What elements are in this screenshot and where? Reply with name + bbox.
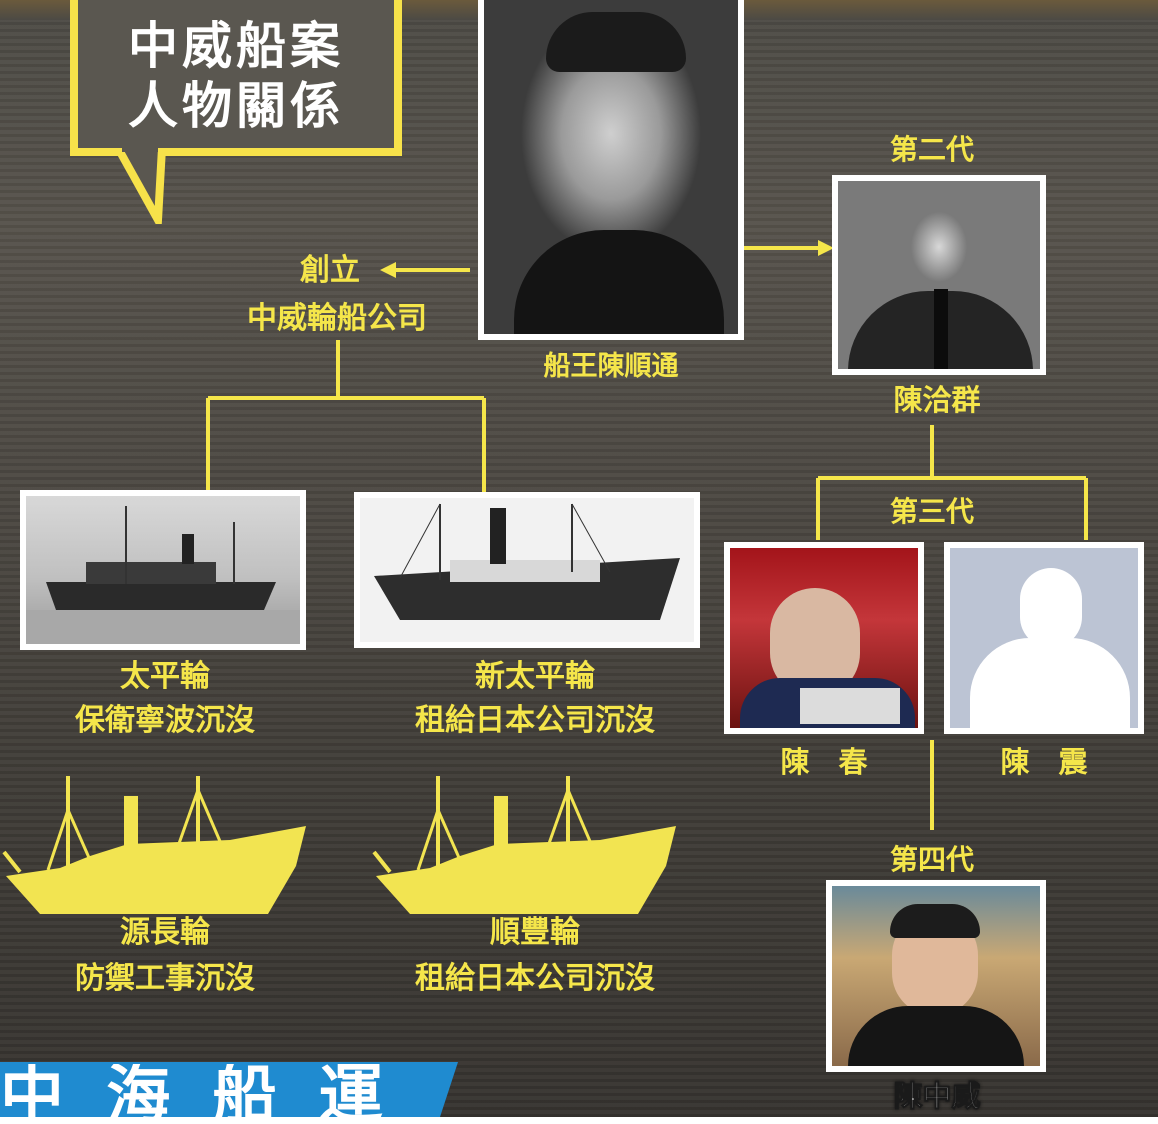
gen4-label: 第四代 xyxy=(889,843,974,876)
callout-tail xyxy=(113,148,167,224)
ship-3-fate: 防禦工事沉沒 xyxy=(75,961,255,996)
ship-silhouette-2 xyxy=(372,776,676,914)
ship-4-name: 順豐輪 xyxy=(490,915,580,950)
gen4-photo xyxy=(826,880,1046,1072)
gen3-name-2: 陳 震 xyxy=(1000,745,1088,779)
gen2-photo xyxy=(832,175,1046,375)
ship-2-name: 新太平輪 xyxy=(475,659,595,694)
title-callout: 中威船案 人物關係 xyxy=(70,0,402,156)
callout-line-2: 人物關係 xyxy=(128,77,344,135)
gen4-name: 陳中威 xyxy=(893,1078,981,1113)
gen2-label: 第二代 xyxy=(889,133,974,166)
ship-1-name: 太平輪 xyxy=(120,659,210,694)
gen3-label: 第三代 xyxy=(889,495,974,528)
founder-photo xyxy=(478,0,744,340)
gen3-photo-chen-zhen xyxy=(944,542,1144,734)
ship-photo-taiping xyxy=(20,490,306,650)
callout-line-1: 中威船案 xyxy=(128,17,344,75)
gen3-photo-chen-chun xyxy=(724,542,924,734)
ship-1-fate: 保衛寧波沉沒 xyxy=(75,703,255,738)
ship-4-fate: 租給日本公司沉沒 xyxy=(415,961,655,996)
ship-3-name: 源長輪 xyxy=(120,915,210,950)
company-line-1: 創立 xyxy=(300,253,360,288)
gen2-name: 陳洽群 xyxy=(893,383,981,417)
bottom-banner-shape xyxy=(0,1062,458,1117)
ship-silhouette-1 xyxy=(2,776,306,914)
gen3-name-1: 陳 春 xyxy=(780,745,868,779)
company-line-2: 中威輪船公司 xyxy=(247,301,427,336)
ship-image-2 xyxy=(374,503,680,620)
ship-photo-new-taiping xyxy=(354,492,700,648)
ship-2-fate: 租給日本公司沉沒 xyxy=(415,703,655,738)
bottom-banner-text: 中 海 船 運 談 xyxy=(0,1064,393,1124)
ship-image-1 xyxy=(26,506,300,644)
founder-name: 船王陳順通 xyxy=(543,351,679,382)
